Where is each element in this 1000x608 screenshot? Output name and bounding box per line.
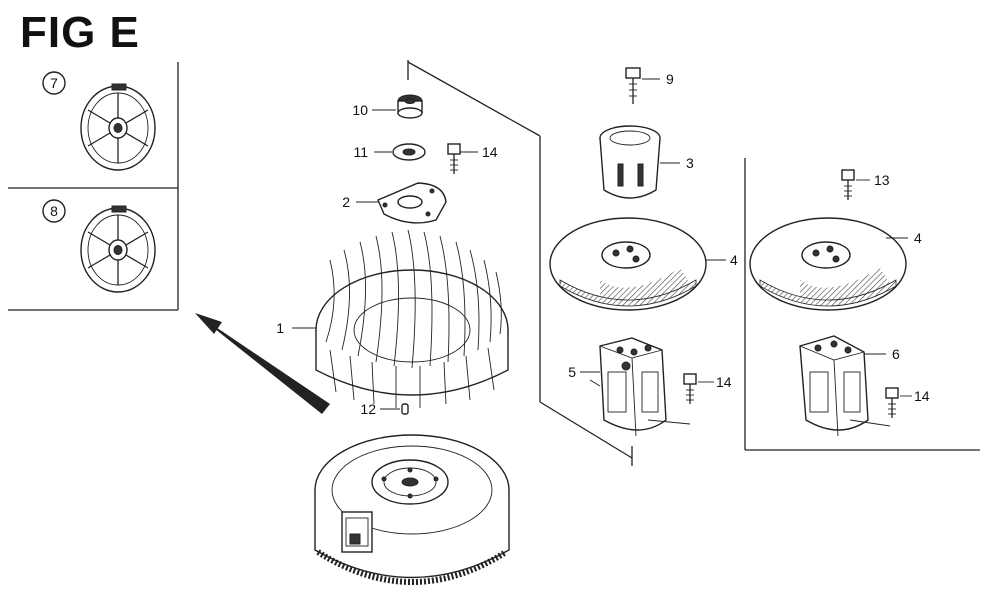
disc-part[interactable] (749, 217, 907, 311)
variant-8-wheel-icon (80, 205, 156, 293)
variant-7-wheel-icon (80, 83, 156, 171)
bolt-part[interactable] (683, 373, 697, 404)
bracket-part[interactable] (589, 337, 691, 437)
bolt-part[interactable] (625, 67, 641, 104)
key-part[interactable] (401, 403, 409, 415)
disc-part[interactable] (549, 217, 707, 311)
fan-part[interactable] (315, 229, 509, 408)
callout-14-center: 14 (716, 374, 732, 390)
reference-arrow-icon (195, 313, 330, 414)
bolt-part[interactable] (841, 169, 855, 200)
callout-9: 9 (666, 71, 674, 87)
callout-13: 13 (874, 172, 890, 188)
variant-8-badge (42, 199, 66, 223)
variant-8-label: 8 (50, 203, 58, 219)
callout-10: 10 (352, 102, 368, 118)
right-bracket (744, 158, 980, 451)
figure-title: FIG E (20, 8, 140, 57)
callout-6: 6 (892, 346, 900, 362)
callout-4-right: 4 (914, 230, 922, 246)
callout-2: 2 (342, 194, 350, 210)
washer-part[interactable] (392, 143, 426, 161)
nut-part[interactable] (397, 94, 423, 119)
variant-panel (8, 62, 179, 311)
callout-11: 11 (353, 144, 368, 160)
plate-part[interactable] (377, 182, 447, 224)
variant-7-item[interactable]: 7 (42, 71, 156, 171)
bolt-part[interactable] (885, 387, 899, 418)
callout-14-right: 14 (914, 388, 930, 404)
variant-8-item[interactable]: 8 (42, 199, 156, 293)
callout-5: 5 (568, 364, 576, 380)
flywheel-part[interactable] (314, 434, 510, 585)
callout-3: 3 (686, 155, 694, 171)
callout-4-center: 4 (730, 252, 738, 268)
callout-12: 12 (360, 401, 376, 417)
callout-1: 1 (276, 320, 284, 336)
center-bracket (407, 60, 633, 466)
bolt-part[interactable] (447, 143, 461, 174)
bracket-part[interactable] (799, 335, 891, 437)
pulley-part[interactable] (599, 125, 661, 199)
callout-14-upper: 14 (482, 144, 498, 160)
variant-7-badge (42, 71, 66, 95)
variant-7-label: 7 (50, 75, 58, 91)
